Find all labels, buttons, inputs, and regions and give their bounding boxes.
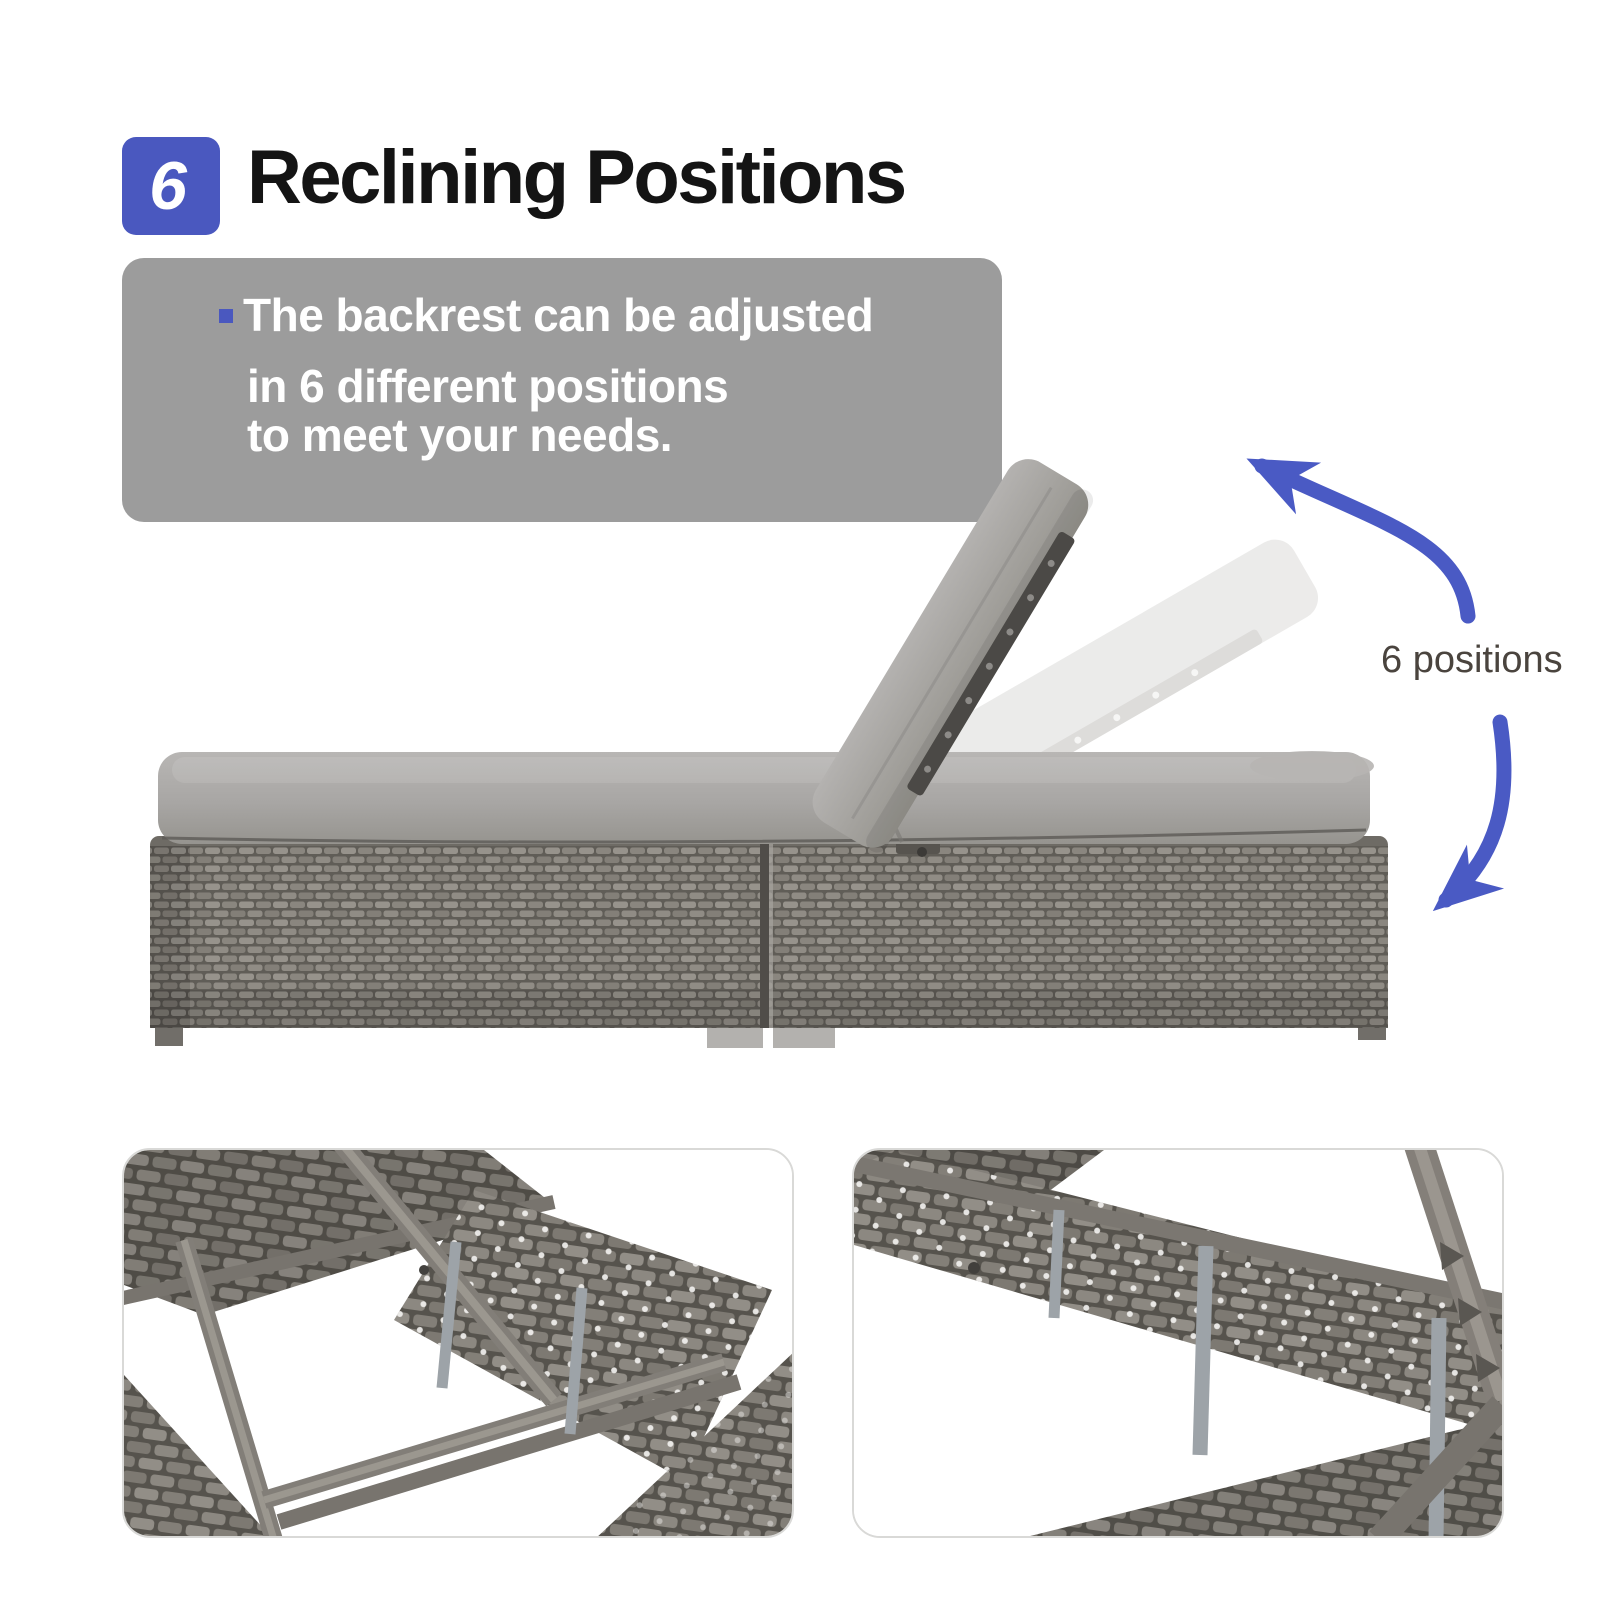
base-foot [155, 1028, 183, 1046]
rotation-arrow-up [1246, 458, 1476, 624]
info-box [122, 258, 1002, 522]
wicker-base [150, 836, 1388, 1048]
ratchet-tooth [1458, 1298, 1482, 1326]
seat-cushion [158, 751, 1374, 844]
position-count-badge: 6 [122, 137, 220, 235]
ratchet-tooth [1440, 1242, 1464, 1270]
metal-bar [1428, 1317, 1447, 1536]
info-line: The backrest can be adjusted [243, 289, 874, 341]
detail-photo-underside [122, 1148, 794, 1538]
info-line: in 6 different positions [247, 360, 729, 412]
rotation-arrow-down [1432, 714, 1512, 912]
positions-label: 6 positions [1381, 639, 1563, 681]
chaise-lounge-illustration [150, 458, 1512, 1048]
metal-bar [436, 1241, 462, 1389]
metal-bar [1048, 1209, 1065, 1319]
base-foot [773, 1028, 835, 1048]
screw [968, 1262, 980, 1274]
base-seam [760, 842, 769, 1028]
rattan-leg [1369, 1396, 1502, 1536]
screw [419, 1265, 429, 1275]
badge-number: 6 [149, 148, 187, 224]
page-title: Reclining Positions [247, 135, 907, 220]
base-foot [707, 1028, 763, 1048]
metal-bar [1192, 1245, 1214, 1456]
metal-bar [564, 1287, 588, 1435]
backrest-cushion [812, 459, 1094, 853]
detail-photo-ratchet [852, 1148, 1504, 1538]
bullet-square-icon [219, 309, 233, 323]
ratchet-tooth [1476, 1354, 1500, 1382]
info-line: to meet your needs. [247, 409, 673, 461]
